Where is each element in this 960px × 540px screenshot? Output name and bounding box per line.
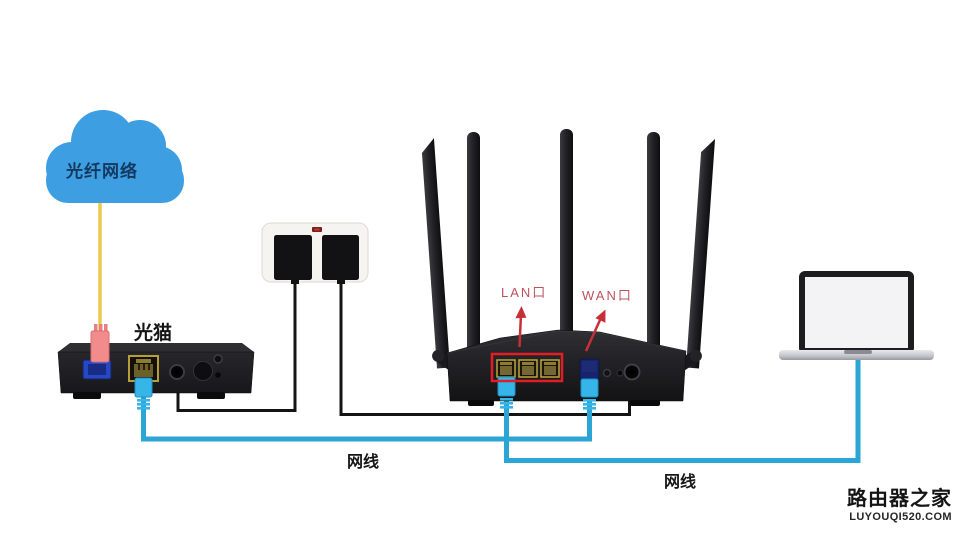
lan-port-label: LAN口: [501, 285, 548, 300]
router-antenna: [686, 139, 716, 369]
power-adapter-right: [322, 235, 359, 280]
wan-arrow: [584, 319, 602, 352]
laptop-screen: [805, 277, 908, 348]
modem-foot: [197, 392, 225, 399]
fiber-connector: [90, 330, 110, 363]
annotations: [490, 306, 606, 383]
modem-power-button: [193, 361, 213, 381]
watermark-title: 路由器之家: [847, 488, 952, 510]
watermark: 路由器之家 LUYOUQI520.COM: [847, 488, 952, 523]
router-antenna: [467, 132, 480, 367]
laptop-base: [779, 350, 934, 360]
cable-label-modem-router: 网线: [347, 454, 380, 471]
router-reset-hole: [616, 369, 624, 377]
router-foot: [468, 400, 494, 406]
modem-foot: [73, 392, 101, 399]
lan-highlight-box: [490, 352, 564, 383]
ethernet-cable-lan-to-laptop: [504, 358, 861, 463]
router-wps-button: [602, 368, 612, 378]
ethernet-cable-modem-to-wan: [141, 396, 592, 442]
wireless-router-icon: [421, 129, 716, 410]
watermark-site: LUYOUQI520.COM: [849, 511, 952, 523]
modem-power-cable: [176, 280, 297, 412]
power-adapter-left: [274, 235, 312, 280]
optical-modem-icon: [57, 324, 255, 410]
router-antenna: [421, 138, 450, 369]
cloud-label: 光纤网络: [66, 162, 138, 181]
wan-port-label: WAN口: [582, 288, 633, 303]
cable-label-router-laptop: 网线: [664, 474, 697, 491]
router-antenna: [647, 132, 660, 367]
ethernet-plug-modem: [134, 377, 153, 410]
router-lan-ports: [496, 359, 560, 378]
modem-label: 光猫: [134, 323, 173, 344]
ethernet-plug-wan: [580, 378, 599, 410]
modem-lan-port: [128, 355, 159, 382]
modem-reset-hole: [215, 372, 221, 378]
router-foot: [630, 400, 660, 406]
modem-led: [213, 354, 223, 364]
power-strip-icon: [261, 222, 369, 284]
fiber-cloud-icon: [46, 110, 184, 203]
laptop-icon: [779, 271, 934, 360]
router-antenna: [560, 129, 573, 369]
lan-arrow: [518, 317, 523, 348]
